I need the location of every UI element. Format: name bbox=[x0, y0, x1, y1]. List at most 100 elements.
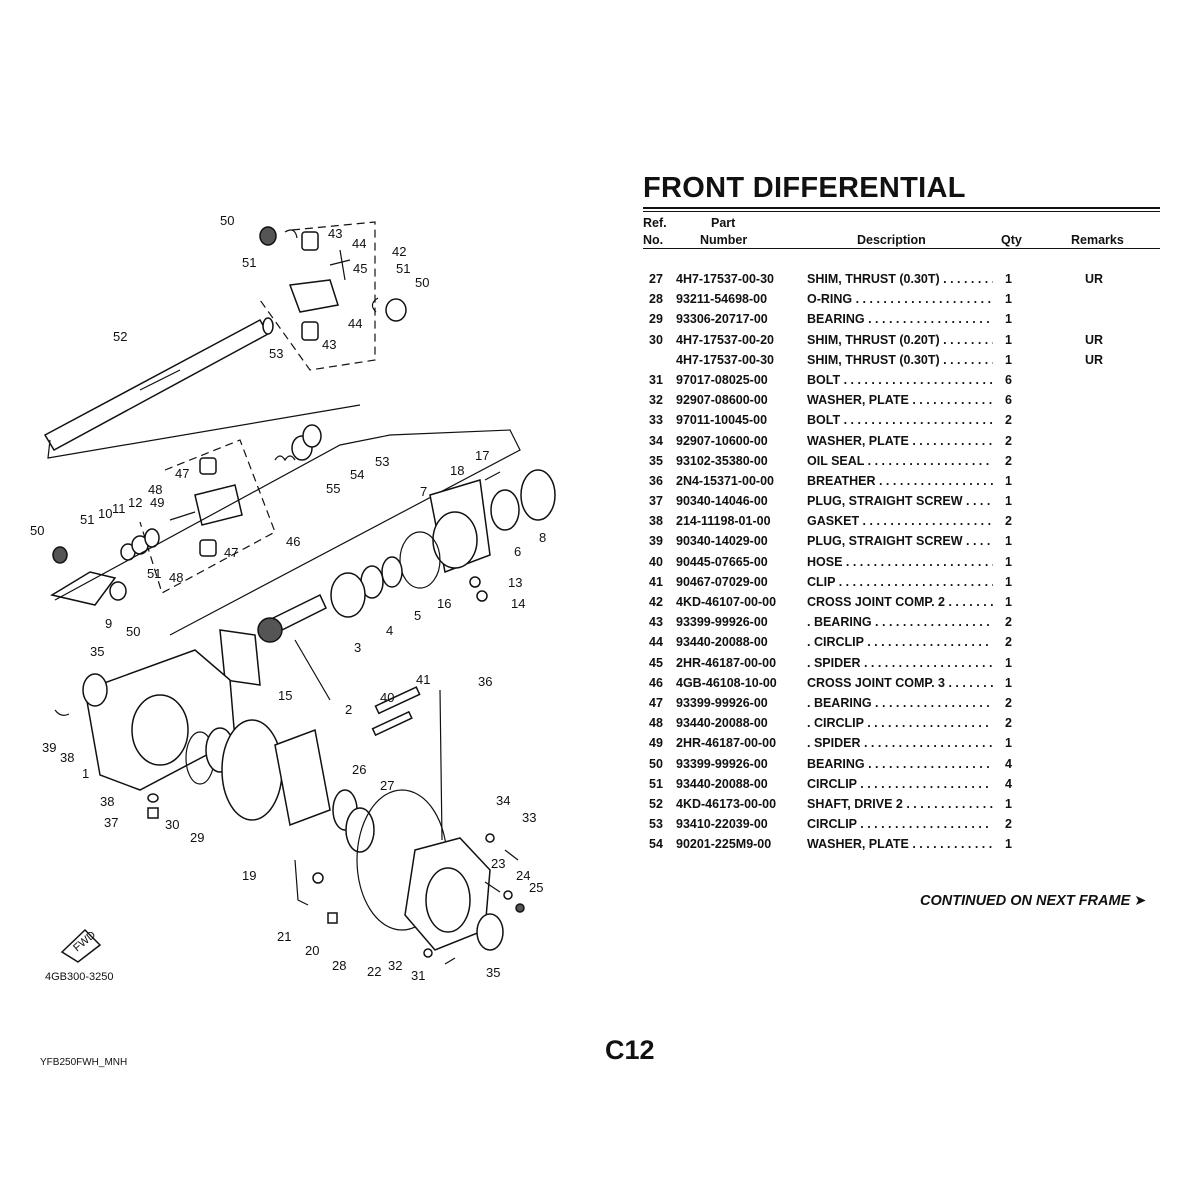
washer-13 bbox=[469, 576, 481, 588]
stud-23 bbox=[484, 881, 501, 893]
part-qty: 6 bbox=[1005, 372, 1012, 387]
part-description: . CIRCLIP . . . . . . . . . . . . . . . … bbox=[807, 635, 993, 650]
shaft-band bbox=[139, 369, 181, 391]
hose-40 bbox=[374, 686, 421, 715]
callout-label: 12 bbox=[128, 495, 142, 510]
bearing-47-top bbox=[199, 457, 217, 475]
part-number: 93399-99926-00 bbox=[676, 695, 768, 710]
ref-number: 36 bbox=[649, 473, 663, 488]
part-number: 2N4-15371-00-00 bbox=[676, 473, 774, 488]
part-qty: 1 bbox=[1005, 595, 1012, 609]
bearing-50-lower bbox=[109, 581, 127, 601]
part-description: WASHER, PLATE . . . . . . . . . . . . . … bbox=[807, 393, 993, 408]
callout-label: 52 bbox=[113, 329, 127, 344]
seal-6 bbox=[490, 489, 520, 531]
bearing-43-top bbox=[301, 231, 319, 251]
header-ref-line2: No. bbox=[643, 233, 664, 247]
part-qty: 2 bbox=[1005, 695, 1012, 710]
ref-number: 40 bbox=[649, 554, 663, 569]
bearing-5 bbox=[381, 556, 403, 588]
callout-label: 45 bbox=[353, 261, 367, 276]
page-code: C12 bbox=[605, 1035, 655, 1065]
ref-number: 43 bbox=[649, 615, 663, 630]
callout-label: 43 bbox=[328, 226, 342, 241]
callout-label: 53 bbox=[375, 454, 389, 469]
part-qty: 1 bbox=[1005, 837, 1012, 852]
ref-number: 35 bbox=[649, 453, 663, 468]
oil-seal-35-left bbox=[82, 673, 108, 707]
bolt-20 bbox=[327, 912, 338, 924]
part-number: 2HR-46187-00-00 bbox=[676, 736, 777, 751]
bolt-14 bbox=[476, 590, 488, 602]
part-description: CIRCLIP . . . . . . . . . . . . . . . . … bbox=[807, 817, 993, 832]
yoke-top bbox=[288, 279, 339, 313]
part-number: 90340-14046-00 bbox=[676, 494, 768, 509]
callout-label: 39 bbox=[42, 740, 56, 755]
bearing-47-bottom bbox=[199, 539, 217, 557]
part-qty: 1 bbox=[1005, 574, 1012, 589]
cross-joint-3-outline bbox=[139, 439, 276, 594]
circlip-51-top bbox=[284, 229, 298, 239]
part-qty: 1 bbox=[1005, 473, 1012, 488]
shaft-spline-end bbox=[262, 317, 274, 335]
callout-label: 23 bbox=[491, 856, 505, 871]
page-title: FRONT DIFFERENTIAL bbox=[643, 172, 966, 204]
callout-label: 15 bbox=[278, 688, 292, 703]
part-remarks: UR bbox=[1085, 272, 1104, 286]
part-description: WASHER, PLATE . . . . . . . . . . . . . … bbox=[807, 433, 993, 448]
hose-40-b bbox=[371, 710, 413, 737]
callout-labels: 50 51 43 44 42 45 51 50 44 43 53 52 53 5… bbox=[30, 213, 546, 983]
bearing-3 bbox=[330, 572, 366, 618]
header-part-line1: Part bbox=[711, 216, 736, 230]
yoke-cross-3 bbox=[194, 484, 243, 526]
part-description: BOLT . . . . . . . . . . . . . . . . . .… bbox=[807, 413, 993, 428]
part-remarks: UR bbox=[1085, 332, 1104, 347]
callout-label: 44 bbox=[352, 236, 366, 251]
part-description: CROSS JOINT COMP. 2 . . . . . . . . . . … bbox=[807, 595, 993, 609]
callout-label: 35 bbox=[90, 644, 104, 659]
part-number: 214-11198-01-00 bbox=[676, 514, 771, 529]
ref-number: 31 bbox=[649, 372, 663, 387]
callout-label: 30 bbox=[165, 817, 179, 832]
part-qty: 1 bbox=[1005, 292, 1012, 307]
callout-label: 22 bbox=[367, 964, 381, 979]
callout-label: 48 bbox=[169, 570, 183, 585]
callout-label: 32 bbox=[388, 958, 402, 973]
part-qty: 2 bbox=[1005, 413, 1012, 428]
ref-number: 45 bbox=[649, 655, 663, 670]
part-qty: 1 bbox=[1005, 494, 1012, 509]
spider-45 bbox=[329, 249, 351, 281]
part-number: 4H7-17537-00-30 bbox=[676, 352, 774, 367]
callout-label: 25 bbox=[529, 880, 543, 895]
part-number: 93102-35380-00 bbox=[676, 453, 768, 468]
header-ref-line1: Ref. bbox=[643, 216, 667, 230]
part-description: BREATHER . . . . . . . . . . . . . . . .… bbox=[807, 473, 993, 488]
drive-shaft-52 bbox=[43, 318, 270, 452]
part-qty: 1 bbox=[1005, 675, 1012, 690]
continued-link[interactable]: CONTINUED ON NEXT FRAME ➤ bbox=[920, 893, 1147, 909]
header-qty: Qty bbox=[1001, 233, 1022, 247]
callout-label: 50 bbox=[415, 275, 429, 290]
part-qty: 1 bbox=[1005, 312, 1012, 327]
ref-number: 52 bbox=[649, 796, 663, 811]
pinion-2-gear bbox=[257, 617, 283, 643]
bearing-50-top bbox=[259, 226, 277, 246]
ref-number: 30 bbox=[649, 332, 663, 347]
ref-number: 44 bbox=[649, 635, 663, 650]
part-qty: 2 bbox=[1005, 514, 1012, 529]
bolt-17 bbox=[484, 471, 501, 481]
part-qty: 2 bbox=[1005, 635, 1012, 650]
bolt-31 bbox=[444, 957, 456, 965]
part-qty: 1 bbox=[1005, 534, 1012, 549]
